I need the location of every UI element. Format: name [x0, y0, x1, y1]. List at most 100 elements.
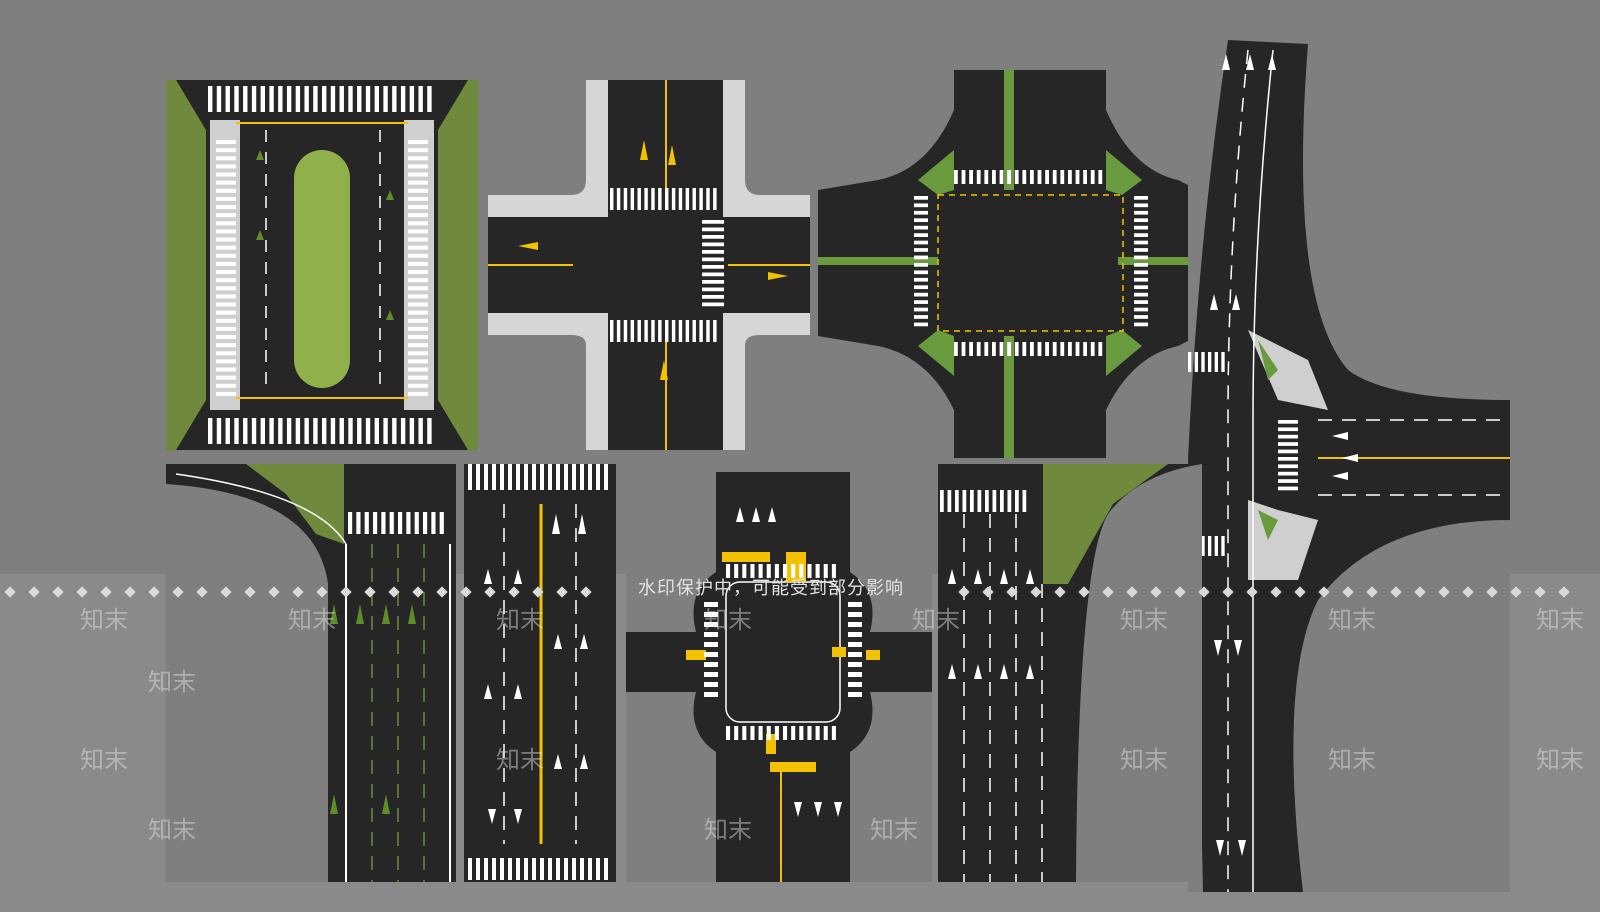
crosswalk-stripe — [685, 188, 690, 210]
crosswalk-stripe — [339, 418, 344, 444]
crosswalk-stripe — [1134, 225, 1148, 230]
crosswalk-stripe — [408, 213, 428, 218]
crosswalk-stripe — [1134, 240, 1148, 245]
crosswalk-stripe — [848, 692, 862, 697]
crosswalk-stripe — [999, 170, 1004, 184]
crosswalk-stripe — [408, 245, 428, 250]
crosswalk-stripe — [651, 320, 655, 342]
crosswalk-stripe — [914, 255, 928, 260]
crosswalk-stripe — [427, 86, 432, 112]
crosswalk-stripe — [1278, 427, 1298, 432]
crosswalk-stripe — [216, 140, 236, 145]
crosswalk-stripe — [1090, 342, 1095, 356]
crosswalk-stripe — [357, 86, 362, 112]
crosswalk-stripe — [313, 86, 318, 112]
crosswalk-stripe — [408, 172, 428, 177]
crosswalk-stripe — [815, 726, 820, 740]
crosswalk-stripe — [644, 188, 648, 210]
crosswalk-stripe — [408, 302, 428, 307]
crosswalk-stripe — [1134, 270, 1148, 275]
crosswalk-stripe — [692, 188, 696, 210]
crosswalk-stripe — [234, 86, 239, 112]
tile-straight-road-arrows — [464, 464, 616, 882]
crosswalk-stripe — [216, 326, 236, 331]
crosswalk-stripe — [702, 272, 724, 277]
crosswalk-stripe — [1278, 471, 1298, 476]
crosswalk-stripe — [704, 642, 718, 647]
crosswalk-stripe — [365, 418, 371, 444]
crosswalk-stripe — [423, 512, 428, 534]
crosswalk-stripe — [216, 318, 236, 323]
crosswalk-stripe — [702, 250, 724, 254]
crosswalk-stripe — [408, 359, 428, 364]
crosswalk-stripe — [1221, 352, 1225, 372]
crosswalk-stripe — [216, 343, 236, 348]
crosswalk-stripe — [848, 652, 862, 657]
crosswalk-stripe — [1134, 285, 1148, 290]
crosswalk-stripe — [216, 164, 236, 169]
crosswalk-stripe — [216, 335, 236, 340]
crosswalk-stripe — [313, 418, 318, 444]
crosswalk-stripe — [969, 170, 973, 184]
crosswalk-stripe — [823, 564, 828, 578]
crosswalk-stripe — [766, 726, 771, 740]
crosswalk-stripe — [616, 320, 621, 342]
crosswalk-stripe — [225, 86, 230, 112]
crosswalk-stripe — [961, 170, 966, 184]
crosswalk-stripe — [408, 148, 428, 153]
crosswalk-stripe — [357, 418, 362, 444]
crosswalk-stripe — [1134, 196, 1148, 200]
tile-curved-merge-road — [166, 464, 456, 882]
crosswalk-stripe — [216, 418, 222, 444]
crosswalk-stripe — [1201, 536, 1205, 556]
crosswalk-stripe — [339, 86, 344, 112]
crosswalk-stripe — [216, 213, 236, 218]
crosswalk-stripe — [1208, 536, 1212, 556]
tile-four-way-intersection-sidewalks — [488, 80, 810, 450]
crosswalk-stripe — [630, 188, 635, 210]
crosswalk-stripe — [251, 86, 257, 112]
crosswalk-stripe — [1278, 442, 1298, 446]
crosswalk-stripe — [260, 418, 265, 444]
crosswalk-stripe — [216, 294, 236, 299]
crosswalk-stripe — [604, 464, 608, 490]
crosswalk-stripe — [704, 672, 718, 677]
crosswalk-stripe — [914, 225, 928, 230]
crosswalk-stripe — [406, 512, 411, 534]
crosswalk-stripe — [389, 512, 394, 534]
crosswalk-stripe — [408, 188, 428, 193]
crosswalk-stripe — [644, 320, 648, 342]
crosswalk-stripe — [1278, 434, 1298, 439]
crosswalk-stripe — [977, 490, 982, 512]
crosswalk-stripe — [954, 170, 958, 184]
crosswalk-stripe — [848, 662, 862, 667]
crosswalk-stripe — [1278, 457, 1298, 461]
crosswalk-stripe — [383, 418, 388, 444]
crosswalk-stripe — [726, 564, 731, 578]
crosswalk-stripe — [758, 564, 763, 578]
crosswalk-stripe — [704, 622, 718, 627]
crosswalk-stripe — [216, 180, 236, 185]
crosswalk-stripe — [269, 418, 274, 444]
crosswalk-stripe — [702, 295, 724, 299]
crosswalk-stripe — [278, 86, 283, 112]
crosswalk-stripe — [216, 221, 236, 226]
crosswalk-stripe — [492, 464, 496, 490]
crosswalk-stripe — [665, 188, 669, 210]
crosswalk-stripe — [348, 512, 353, 534]
crosswalk-stripe — [216, 286, 236, 291]
crosswalk-stripe — [216, 391, 236, 396]
crosswalk-stripe — [610, 320, 614, 342]
crosswalk-stripe — [278, 418, 283, 444]
crosswalk-stripe — [815, 564, 820, 578]
crosswalk-stripe — [408, 326, 428, 331]
crosswalk-stripe — [408, 237, 428, 242]
crosswalk-stripe — [408, 294, 428, 299]
crosswalk-stripe — [408, 229, 428, 234]
crosswalk-stripe — [713, 188, 717, 210]
crosswalk-stripe — [408, 310, 428, 315]
crosswalk-stripe — [400, 86, 406, 112]
crosswalk-stripe — [216, 359, 236, 364]
crosswalk-stripe — [685, 320, 690, 342]
crosswalk-stripe — [742, 726, 747, 740]
